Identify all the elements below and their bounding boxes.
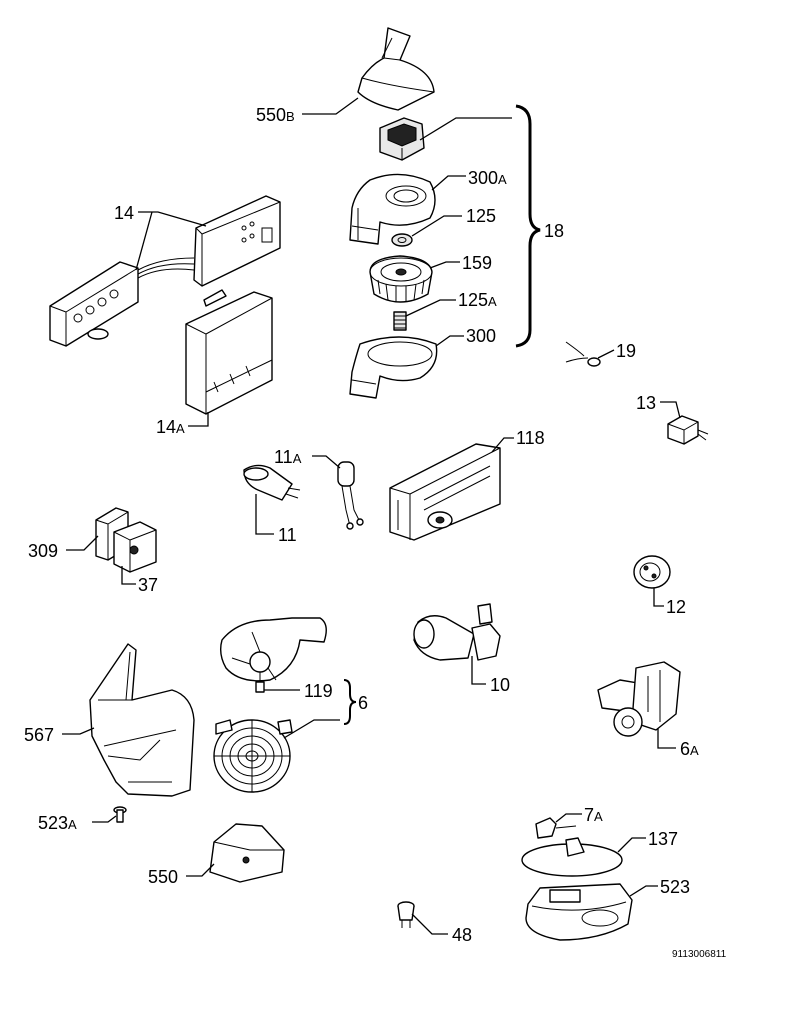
label-14: 14 [114, 203, 134, 223]
part-125-ring [391, 233, 413, 247]
label-550b: 550B [256, 105, 295, 125]
label-137: 137 [648, 829, 678, 849]
leader-300 [435, 335, 464, 347]
leader-11a [312, 455, 341, 469]
part-48-clip [397, 901, 415, 928]
label-6: 6 [358, 693, 368, 713]
leader-14b [135, 211, 153, 271]
part-11-capacitor [243, 464, 301, 501]
leader-motor-top [419, 117, 512, 141]
leader-137 [617, 837, 646, 853]
part-7a-float-switch [535, 817, 577, 839]
part-523-sump-tray [525, 883, 633, 941]
label-118: 118 [516, 428, 545, 448]
drawing-reference-number: 9113006811 [672, 949, 727, 960]
part-567-duct [89, 643, 195, 797]
label-125a: 125A [458, 290, 497, 310]
leader-12 [653, 588, 664, 607]
label-300a: 300A [468, 168, 507, 188]
label-12: 12 [666, 597, 686, 617]
leader-grille [283, 719, 340, 739]
part-550b-cover [357, 27, 435, 111]
part-12-knob [633, 555, 671, 589]
part-11a-wire-filter [337, 461, 364, 530]
label-550: 550 [148, 867, 178, 887]
leader-550 [186, 863, 215, 877]
label-19: 19 [616, 341, 636, 361]
leader-550b [302, 97, 359, 115]
leader-523 [629, 885, 658, 897]
label-11a: 11A [274, 447, 302, 467]
part-300-fan-housing [349, 336, 438, 399]
leader-37 [121, 566, 136, 585]
label-125: 125 [466, 206, 496, 226]
part-125a-spring [393, 311, 407, 331]
label-18: 18 [544, 221, 564, 241]
part-119-fan [219, 617, 327, 693]
part-137-float [521, 837, 623, 877]
label-11: 11 [278, 525, 297, 545]
label-523a: 523A [38, 813, 77, 833]
part-300a-fan-housing [349, 173, 436, 245]
part-523a-screw [113, 806, 127, 823]
leader-300a [431, 175, 466, 191]
label-48: 48 [452, 925, 472, 945]
part-19-sensor-wire [565, 341, 601, 367]
leader-309 [66, 535, 99, 551]
part-118-housing [389, 443, 501, 541]
label-14a: 14A [156, 417, 185, 437]
leader-159 [429, 261, 460, 269]
leader-567 [62, 727, 95, 735]
part-159-impeller [369, 255, 433, 303]
part-fan-grille [213, 719, 293, 793]
part-fan-motor-top [379, 117, 425, 161]
part-10-valve [413, 603, 501, 661]
leader-125 [411, 215, 462, 237]
label-309: 309 [28, 541, 58, 561]
label-6a: 6A [680, 739, 699, 759]
bracket-18 [515, 104, 541, 348]
part-14a-module [185, 289, 273, 415]
leader-19 [597, 349, 615, 359]
part-550-cover [209, 823, 285, 883]
leader-523a [92, 815, 117, 823]
leader-14a-module [188, 412, 209, 427]
label-567: 567 [24, 725, 54, 745]
leader-13 [660, 401, 681, 419]
bracket-6 [343, 679, 357, 725]
leader-10 [471, 656, 486, 685]
label-119: 119 [304, 681, 333, 701]
label-37: 37 [138, 575, 158, 595]
leader-125a [405, 299, 456, 317]
part-13-connector [667, 415, 709, 445]
leader-7a [555, 813, 582, 823]
label-523: 523 [660, 877, 690, 897]
label-10: 10 [490, 675, 510, 695]
leader-6a [657, 728, 676, 749]
leader-11 [255, 494, 274, 535]
part-6a-pump [597, 661, 681, 737]
part-14-control-panel [49, 195, 281, 347]
label-7a: 7A [584, 805, 603, 825]
leader-118 [491, 437, 514, 453]
leader-48 [411, 913, 448, 935]
label-159: 159 [462, 253, 492, 273]
label-13: 13 [636, 393, 656, 413]
leader-14a [138, 211, 207, 227]
part-309-37-switch [95, 507, 157, 573]
label-300: 300 [466, 326, 496, 346]
